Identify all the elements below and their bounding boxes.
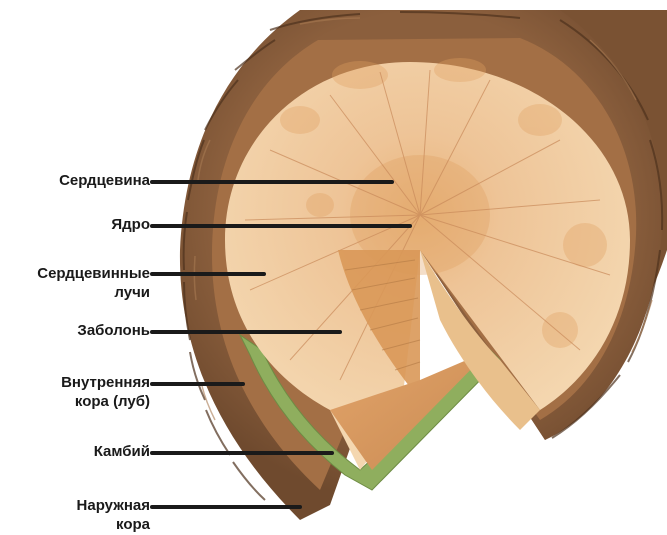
leader-line-pith — [150, 180, 394, 184]
label-medullary-rays: Сердцевинные лучи — [0, 264, 150, 302]
leader-line-heartwood — [150, 224, 412, 228]
leader-line-inner-bark — [150, 382, 245, 386]
label-heartwood: Ядро — [0, 215, 150, 234]
label-medullary-rays-line1: Сердцевинные — [0, 264, 150, 283]
label-inner-bark-line1: Внутренняя — [0, 373, 150, 392]
label-cambium-text: Камбий — [94, 443, 150, 460]
label-inner-bark-line2: кора (луб) — [0, 392, 150, 411]
label-heartwood-text: Ядро — [111, 216, 150, 233]
leader-line-medullary-rays — [150, 272, 266, 276]
label-cambium: Камбий — [0, 442, 150, 461]
label-pith-text: Сердцевина — [59, 172, 150, 189]
leader-line-outer-bark — [150, 505, 302, 509]
leader-line-sapwood — [150, 330, 342, 334]
label-pith: Сердцевина — [0, 171, 150, 190]
label-sapwood: Заболонь — [0, 321, 150, 340]
label-medullary-rays-line2: лучи — [0, 283, 150, 302]
label-sapwood-text: Заболонь — [77, 322, 150, 339]
leader-line-cambium — [150, 451, 334, 455]
label-outer-bark-line1: Наружная — [0, 496, 150, 515]
label-outer-bark: Наружная кора — [0, 496, 150, 534]
label-outer-bark-line2: кора — [0, 515, 150, 534]
label-inner-bark: Внутренняя кора (луб) — [0, 373, 150, 411]
